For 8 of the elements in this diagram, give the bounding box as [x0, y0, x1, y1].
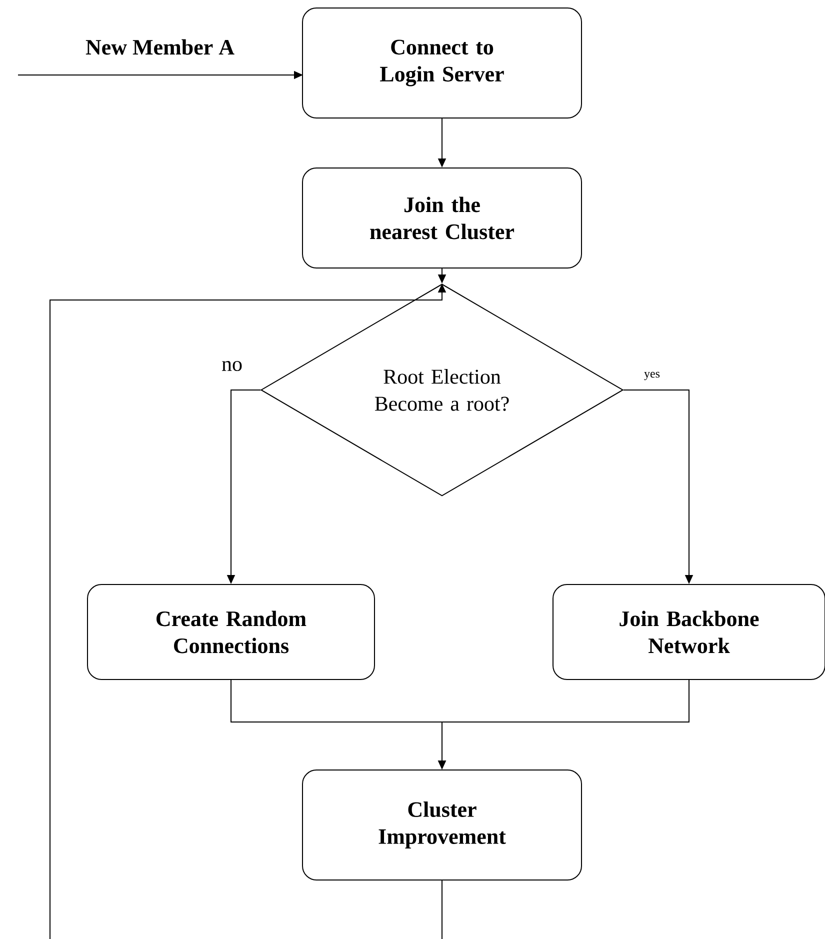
process-box: Connect to Login Server [302, 8, 582, 118]
process-box: Create Random Connections [87, 584, 375, 680]
process-box: Join Backbone Network [552, 584, 825, 680]
process-box: Cluster Improvement [302, 770, 582, 880]
edge-label: New Member A [84, 38, 236, 56]
process-box: Join the nearest Cluster [302, 168, 582, 268]
edge-label: no [220, 360, 244, 372]
edge-label: yes [643, 370, 661, 382]
